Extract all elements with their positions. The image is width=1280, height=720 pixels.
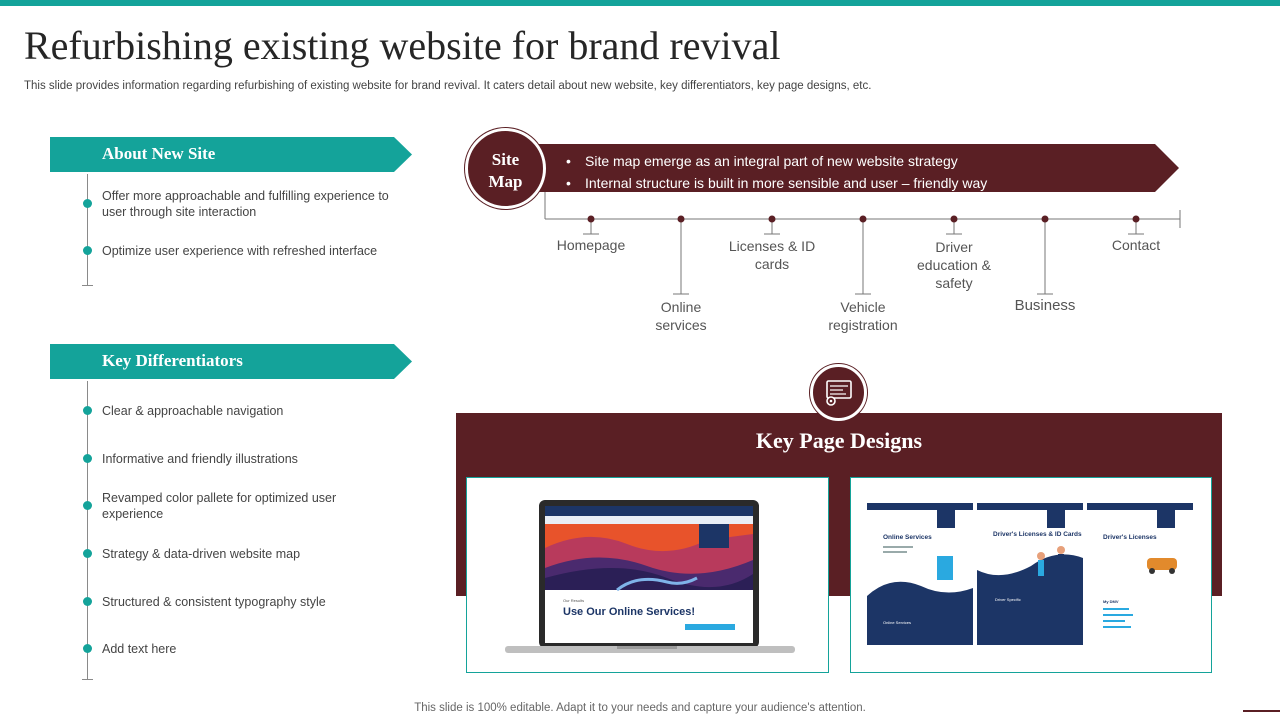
sitemap-bullet: Internal structure is built in more sens…: [566, 172, 987, 194]
slide-title: Refurbishing existing website for brand …: [24, 23, 781, 68]
differentiator-item: Clear & approachable navigation: [102, 404, 284, 418]
mobile-pages-card: Online Services Online Services Driver's…: [850, 477, 1212, 673]
key-differentiators-heading: Key Differentiators: [102, 351, 243, 370]
laptop-hero-small: Our Results: [563, 598, 584, 603]
page3-title: Driver's Licenses: [1103, 534, 1157, 541]
sitemap-bullets: Site map emerge as an integral part of n…: [566, 150, 987, 194]
differentiator-item: Structured & consistent typography style: [102, 595, 326, 609]
node-business: Business: [1014, 297, 1076, 314]
node-vehicle-registration: Vehicle registration: [828, 299, 898, 333]
about-item: Optimize user experience with refreshed …: [102, 244, 378, 258]
laptop-mockup: Our Results Use Our Online Services!: [505, 500, 795, 653]
node-driver-education: Driver education & safety: [917, 239, 991, 291]
laptop-hero-text: Use Our Online Services!: [563, 606, 695, 618]
key-page-designs-heading: Key Page Designs: [755, 428, 923, 453]
differentiator-bullet-dot: [83, 644, 92, 653]
differentiator-item: Strategy & data-driven website map: [102, 547, 301, 561]
top-accent-bar: [0, 0, 1280, 6]
about-bullet-dot: [83, 246, 92, 255]
web-design-icon: [810, 364, 867, 421]
about-item: Offer more approachable and fulfilling e…: [102, 189, 389, 219]
slide-subtitle: This slide provides information regardin…: [24, 80, 872, 92]
page3-footer: My DMV: [1103, 599, 1119, 604]
sitemap-label-line2: Map: [488, 172, 523, 191]
key-differentiators-header: Key Differentiators: [50, 344, 412, 379]
about-new-site-heading: About New Site: [102, 144, 216, 163]
node-contact: Contact: [1111, 237, 1161, 253]
differentiator-item: Revamped color pallete for optimized use…: [102, 491, 337, 521]
footer-note: This slide is 100% editable. Adapt it to…: [414, 702, 866, 714]
differentiators-timeline-line: [87, 381, 88, 680]
page2-title: Driver's Licenses & ID Cards: [993, 531, 1082, 538]
header-arrow-shape: [50, 137, 412, 172]
differentiators-timeline-end: [82, 679, 93, 680]
footer-accent: [1243, 710, 1280, 712]
page1-title: Online Services: [883, 534, 932, 541]
differentiator-bullet-dot: [83, 454, 92, 463]
laptop-design-card: Our Results Use Our Online Services!: [466, 477, 829, 673]
about-timeline-end: [82, 285, 93, 286]
differentiator-item: Informative and friendly illustrations: [102, 452, 298, 466]
node-licenses: Licenses & ID cards: [728, 238, 816, 272]
sitemap-label-line1: Site: [491, 150, 520, 169]
page2-footer: Driver Specific: [995, 597, 1021, 602]
about-new-site-header: About New Site: [50, 137, 412, 172]
page1-footer: Online Services: [883, 620, 911, 625]
page-mockups: Online Services Online Services Driver's…: [867, 503, 1193, 645]
header-arrow-shape: [50, 344, 412, 379]
sitemap-bullet: Site map emerge as an integral part of n…: [566, 150, 987, 172]
node-homepage: Homepage: [556, 237, 626, 253]
differentiator-bullet-dot: [83, 597, 92, 606]
differentiator-item: Add text here: [102, 642, 177, 656]
differentiator-bullet-dot: [83, 549, 92, 558]
about-timeline-line: [87, 174, 88, 286]
node-online-services: Online services: [655, 299, 707, 333]
differentiator-bullet-dot: [83, 406, 92, 415]
about-bullet-dot: [83, 199, 92, 208]
differentiator-bullet-dot: [83, 501, 92, 510]
